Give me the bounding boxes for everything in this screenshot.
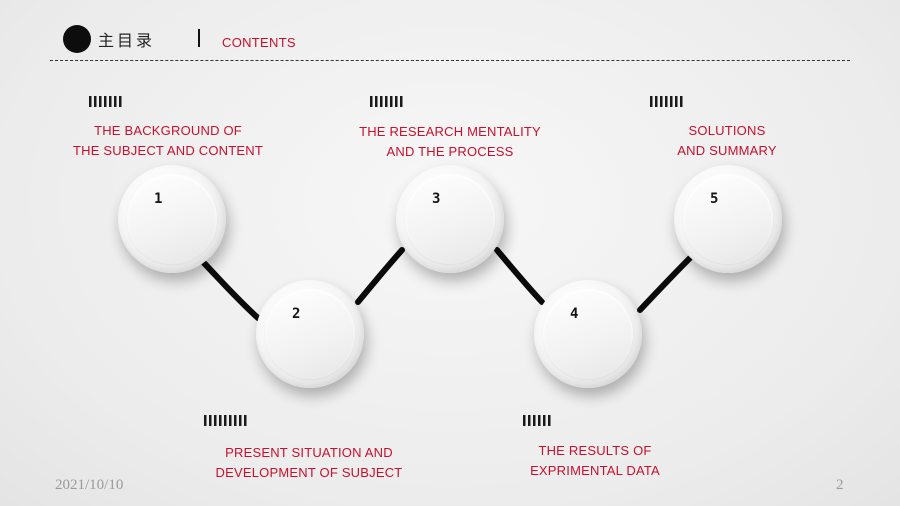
header-separator xyxy=(198,29,200,47)
connector-4-5 xyxy=(637,255,693,313)
step-4-label-line1: THE RESULTS OF xyxy=(538,443,652,458)
step-5-circle[interactable] xyxy=(674,165,782,273)
step-4-circle[interactable] xyxy=(534,280,642,388)
connector-3-4 xyxy=(494,247,545,305)
step-4-number: 4 xyxy=(570,306,579,322)
step-4-label-line2: EXPRIMENTAL DATA xyxy=(530,463,660,478)
header-dashed-divider xyxy=(50,60,850,61)
step-1-number: 1 xyxy=(154,191,163,207)
step-1-circle[interactable] xyxy=(118,165,226,273)
footer-page-number: 2 xyxy=(836,477,844,493)
step-5-label-line2: AND SUMMARY xyxy=(677,143,777,158)
step-2-label-line1: PRESENT SITUATION AND xyxy=(225,445,393,460)
step-5-label-line1: SOLUTIONS xyxy=(688,123,766,138)
step-3-label-line2: AND THE PROCESS xyxy=(386,144,514,159)
step-3-tick-marks xyxy=(370,96,405,107)
step-5-tick-marks xyxy=(650,96,685,107)
step-3-circle[interactable] xyxy=(396,165,504,273)
header-title: 主目录 xyxy=(98,31,156,50)
step-1-label-line2: THE SUBJECT AND CONTENT xyxy=(73,143,263,158)
connector-1-2 xyxy=(201,260,261,321)
step-4-tick-marks xyxy=(523,415,553,426)
step-4-label: THE RESULTS OF EXPRIMENTAL DATA xyxy=(500,441,690,481)
header-bullet-icon xyxy=(63,25,91,53)
step-1-tick-marks xyxy=(89,96,124,107)
step-2-number: 2 xyxy=(292,306,301,322)
step-3-label-line1: THE RESEARCH MENTALITY xyxy=(359,124,541,139)
step-1-label: THE BACKGROUND OF THE SUBJECT AND CONTEN… xyxy=(58,121,278,161)
step-3-label: THE RESEARCH MENTALITY AND THE PROCESS xyxy=(338,122,562,162)
step-2-label: PRESENT SITUATION AND DEVELOPMENT OF SUB… xyxy=(197,443,421,483)
step-2-tick-marks xyxy=(204,415,249,426)
footer-date: 2021/10/10 xyxy=(55,477,124,493)
step-5-label: SOLUTIONS AND SUMMARY xyxy=(640,121,814,161)
step-2-circle[interactable] xyxy=(256,280,364,388)
step-3-number: 3 xyxy=(432,191,441,207)
header-subtitle: CONTENTS xyxy=(222,35,296,50)
step-1-label-line1: THE BACKGROUND OF xyxy=(94,123,242,138)
step-2-label-line2: DEVELOPMENT OF SUBJECT xyxy=(215,465,403,480)
step-5-number: 5 xyxy=(710,191,719,207)
connector-2-3 xyxy=(355,247,405,305)
